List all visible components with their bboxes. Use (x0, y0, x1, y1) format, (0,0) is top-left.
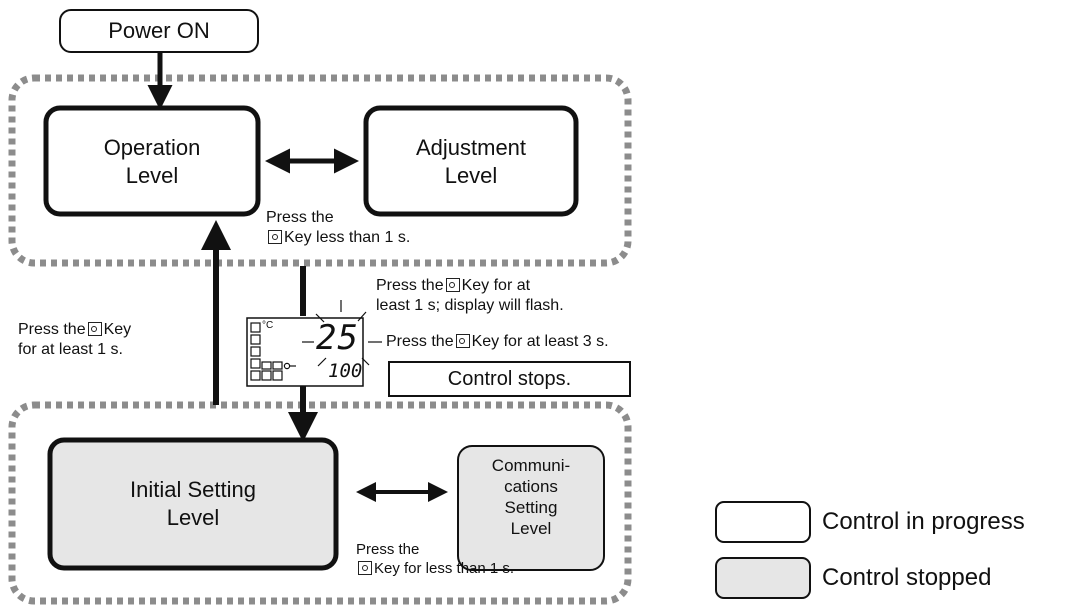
press-less-1s-bottom-annotation: Press the Key for less than 1 s. (356, 541, 515, 577)
controller-display (246, 300, 382, 387)
legend-in-progress-label: Control in progress (822, 508, 1025, 535)
operation-level-box (43, 105, 261, 217)
communications-setting-level-box (457, 445, 605, 571)
control-stops-label: Control stops. (447, 368, 572, 390)
key-icon (87, 322, 102, 336)
operation-level-label: Operation Level (103, 135, 201, 188)
key-icon (455, 334, 470, 348)
power-on-label: Power ON (108, 18, 210, 43)
communications-setting-level-label: Communi- cations Setting Level (491, 456, 571, 538)
legend-in-progress-swatch (715, 501, 811, 543)
display-sub-value: 100 (328, 360, 363, 382)
key-icon (268, 230, 282, 244)
key-icon (358, 561, 372, 575)
press-less-1s-top-annotation: Press the Key less than 1 s. (266, 209, 411, 246)
initial-setting-level-box (47, 437, 339, 571)
display-unit: °C (262, 320, 274, 331)
legend-stopped-label: Control stopped (822, 564, 992, 591)
adjustment-level-box (363, 105, 579, 217)
control-stopped-region (8, 401, 632, 605)
display-main-value: 25 (316, 318, 359, 358)
initial-setting-level-label: Initial Setting Level (130, 477, 256, 530)
key-icon (445, 278, 460, 292)
legend-stopped-swatch (715, 557, 811, 599)
control-in-progress-region (8, 74, 632, 267)
adjustment-level-label: Adjustment Level (415, 135, 527, 188)
control-stops-box (388, 361, 631, 397)
